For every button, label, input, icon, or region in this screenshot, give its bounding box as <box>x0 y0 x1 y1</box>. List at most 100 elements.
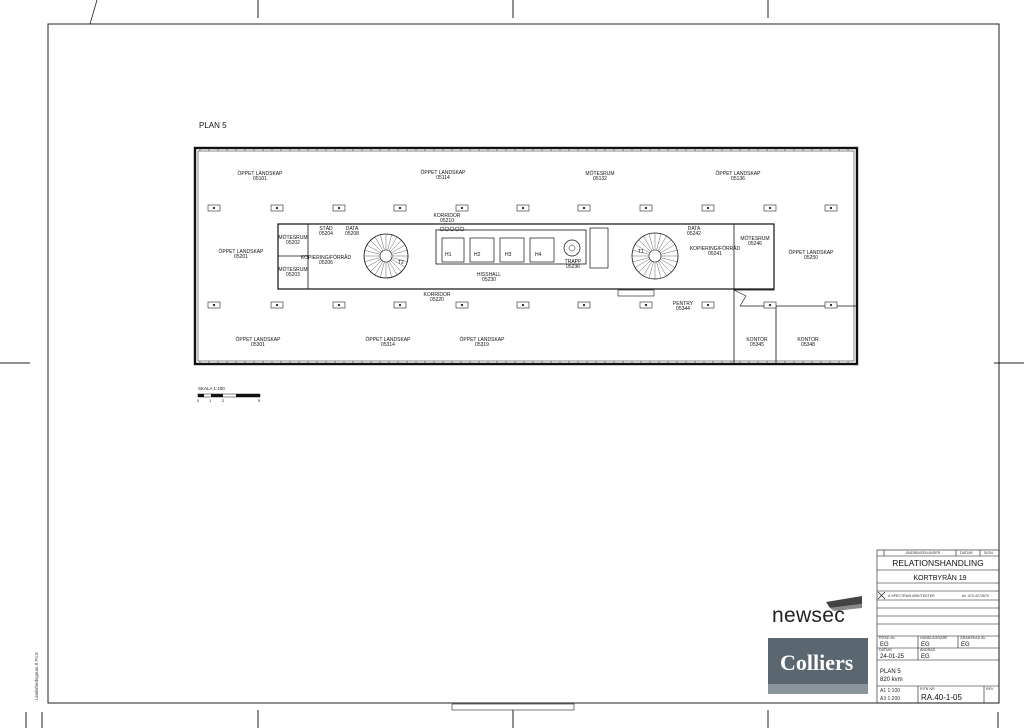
plan-title: PLAN 5 <box>199 121 227 130</box>
svg-text:24-01-25: 24-01-25 <box>880 654 905 660</box>
svg-text:SIGN: SIGN <box>984 551 993 555</box>
svg-text:RITAD AV: RITAD AV <box>879 636 895 640</box>
room-number: 05203 <box>286 272 300 278</box>
column-dot <box>644 303 648 307</box>
room-name: ÖPPET LANDSKAP <box>716 170 762 177</box>
column-dot <box>398 303 402 307</box>
stair-tread <box>643 235 653 251</box>
tb-plan: PLAN 5 <box>880 669 901 675</box>
svg-text:EG: EG <box>921 642 930 648</box>
column-dot <box>768 206 772 210</box>
stair-tread <box>366 244 381 254</box>
stair-tread <box>374 236 384 251</box>
stair-tread <box>374 261 384 276</box>
column-markers <box>207 204 838 309</box>
room-number: 05230 <box>482 277 496 283</box>
column-dot <box>521 303 525 307</box>
lift-label: H4 <box>535 252 542 258</box>
stair-tread <box>391 250 408 255</box>
stair-tread <box>648 233 654 251</box>
room-number: 05246 <box>748 241 762 247</box>
room-number: 05202 <box>286 240 300 246</box>
stair-tread <box>388 261 398 276</box>
room-name: ÖPPET LANDSKAP <box>421 169 467 176</box>
stair-tread <box>391 257 408 262</box>
column-dot <box>275 303 279 307</box>
room-name: KONTOR <box>797 337 819 343</box>
room-name: KOPIERING/FÖRRÅD <box>690 245 741 252</box>
room-number: 05201 <box>234 254 248 260</box>
svg-text:EG: EG <box>961 642 970 648</box>
stair-tread <box>366 258 381 268</box>
room-name: DATA <box>688 226 701 232</box>
svg-text:HANDLÄGGARE: HANDLÄGGARE <box>920 636 948 640</box>
column-dot <box>212 303 216 307</box>
title-block <box>876 549 1000 704</box>
column-dot <box>582 206 586 210</box>
column-dot <box>398 206 402 210</box>
stair-tread <box>656 261 662 279</box>
room-number: 05314 <box>381 342 395 348</box>
svg-text:1: 1 <box>209 398 212 403</box>
stair-tread <box>638 260 651 273</box>
room-number: 05301 <box>251 342 265 348</box>
floor-plan <box>193 146 859 366</box>
stair-tread <box>370 260 382 272</box>
room-name: STÄD <box>319 225 333 232</box>
stair-tread <box>364 250 381 255</box>
room-number: 05204 <box>319 231 333 237</box>
room-name: ÖPPET LANDSKAP <box>238 170 284 177</box>
stair-tread <box>660 258 676 268</box>
stair-tread <box>390 260 402 272</box>
stair-label: T1 <box>638 249 644 255</box>
room-name: MÖTESRUM <box>278 266 307 273</box>
stair-tread <box>632 249 650 255</box>
room-number: 05220 <box>430 297 444 303</box>
svg-text:newsec: newsec <box>772 604 845 627</box>
stair-tread <box>638 239 651 252</box>
room-number: 05344 <box>676 306 690 312</box>
column-dot <box>644 206 648 210</box>
file-path-text: Linderhedsgatan 8 FILE <box>34 652 39 700</box>
room-name: KORRIDOR <box>424 292 451 298</box>
stair-tread <box>364 257 381 262</box>
room-name: ÖPPET LANDSKAP <box>219 248 265 255</box>
stair-tread <box>660 249 678 255</box>
svg-text:tel. 070-4274670: tel. 070-4274670 <box>962 594 989 598</box>
lift-labels: H1 H2 H3 H4 T2 T1 <box>398 249 644 266</box>
stair-treads <box>364 233 678 279</box>
column-dot <box>337 303 341 307</box>
room-number: 05242 <box>687 231 701 237</box>
room-number: 05114 <box>436 175 450 181</box>
stair-tread <box>380 234 385 251</box>
stair-tread <box>390 240 402 252</box>
room-number: 05206 <box>319 260 333 266</box>
stair-tread <box>648 261 654 279</box>
column-dot <box>212 206 216 210</box>
room-name: ÖPPET LANDSKAP <box>789 249 835 256</box>
svg-text:EG: EG <box>880 642 889 648</box>
stair-tread <box>391 258 406 268</box>
room-name: KORRIDOR <box>434 213 461 219</box>
stair-tread <box>380 261 385 278</box>
title-block-text: ÄNDRINGEN AVSER DATUM SIGN RELATIONSHAND… <box>879 551 994 702</box>
stair-tread <box>634 258 650 268</box>
room-name: MÖTESRUM <box>278 234 307 241</box>
stair-tread <box>656 233 662 251</box>
svg-text:0: 0 <box>197 398 200 403</box>
column-dot <box>521 206 525 210</box>
newsec-logo: newsec <box>772 596 862 627</box>
scale-bar: SKALA 1:100 0 1 2 5 <box>197 386 261 403</box>
column-dot <box>460 303 464 307</box>
stair-tread <box>632 257 650 263</box>
column-dot <box>829 206 833 210</box>
svg-text:A3 1:200: A3 1:200 <box>880 696 900 702</box>
column-dot <box>337 206 341 210</box>
svg-text:A1 1:100: A1 1:100 <box>880 688 900 694</box>
room-name: DATA <box>346 226 359 232</box>
stair-tread <box>643 261 653 277</box>
stair-tread <box>388 236 398 251</box>
svg-text:REV: REV <box>986 687 994 691</box>
